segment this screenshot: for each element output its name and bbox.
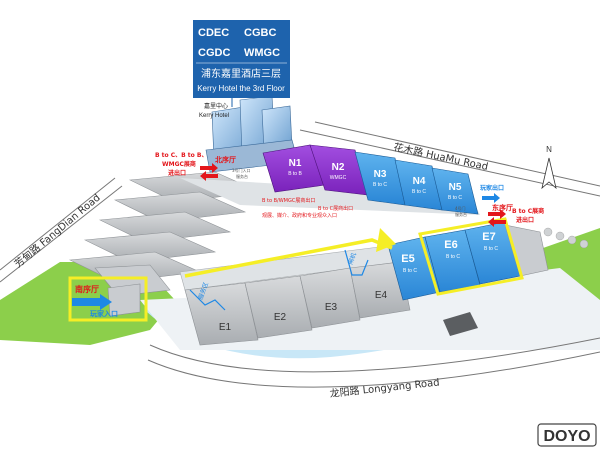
south-entrance: 南序厅 玩家入口 bbox=[72, 283, 141, 318]
hall-e6-sub: B to C bbox=[446, 254, 460, 260]
player-exit-arrow bbox=[482, 193, 500, 203]
blue-queue-path bbox=[189, 289, 226, 311]
logo-wmgc: WMGC bbox=[244, 47, 280, 59]
hall-n5-sub: B to C bbox=[448, 195, 462, 201]
fangdian-road-line2 bbox=[0, 185, 123, 283]
west-hall bbox=[98, 211, 232, 243]
longyang-road-line bbox=[149, 337, 600, 373]
gate-label: 闸机 bbox=[346, 252, 358, 266]
north-halls: N1 B to B N2 WMGC N3 B to C N4 B to C N5… bbox=[262, 144, 479, 215]
logo-cdec: CDEC bbox=[198, 27, 229, 39]
watermark-bg bbox=[537, 423, 597, 447]
east-exit-line-1: B to C展商 bbox=[512, 207, 544, 215]
yellow-highlight-e6e7 bbox=[418, 217, 524, 296]
logo-cgbc: CGBC bbox=[244, 27, 276, 39]
hotel-label-cn: 嘉里中心 bbox=[204, 102, 228, 110]
hall-e4 bbox=[349, 261, 411, 319]
player-entrance-label: 玩家入口 bbox=[90, 309, 118, 318]
compass-n-label: N bbox=[546, 145, 552, 154]
logo-cgdc: CGDC bbox=[198, 47, 230, 59]
player-exit-top: 玩家出口 bbox=[480, 184, 504, 192]
north-small-2: 服务台 bbox=[236, 173, 248, 179]
corridor-north bbox=[180, 178, 480, 215]
huamu-road-line bbox=[299, 129, 600, 197]
arrow-left-red bbox=[200, 171, 218, 181]
sign-panel bbox=[193, 20, 290, 98]
tree bbox=[543, 227, 553, 237]
hotel-sign: CDEC CGBC CGDC WMGC 浦东嘉里酒店三层 Kerry Hotel… bbox=[193, 20, 290, 107]
player-entrance-arrow bbox=[72, 294, 112, 310]
hall-e2-label: E2 bbox=[274, 312, 287, 323]
yellow-route bbox=[68, 217, 524, 322]
n5-small-2: 服务台 bbox=[455, 211, 467, 217]
hall-n2-label: N2 bbox=[332, 162, 345, 173]
east-halls-grey: E1 E2 E3 E4 服务区 闸机 bbox=[179, 244, 411, 346]
hall-e5-sub: B to C bbox=[403, 268, 417, 274]
hall-n3-label: N3 bbox=[374, 169, 387, 180]
center-red-3: 观展、媒介、政府和专业观众入口 bbox=[262, 212, 337, 219]
hotel-label-en: Kerry Hotel bbox=[199, 113, 229, 119]
hall-n4-label: N4 bbox=[413, 176, 426, 187]
center-red-2: B to C展商出口 bbox=[318, 205, 353, 212]
north-exit-arrows bbox=[200, 163, 218, 181]
arrow-right-red bbox=[200, 163, 218, 173]
gate-blue-path bbox=[344, 249, 369, 276]
hall-e3-label: E3 bbox=[325, 302, 338, 313]
hall-e7-sub: B to C bbox=[484, 246, 498, 252]
hall-e5-label: E5 bbox=[401, 253, 414, 265]
roads bbox=[0, 121, 600, 388]
hall-e3 bbox=[299, 267, 361, 329]
watermark-text: DOYO bbox=[543, 428, 590, 445]
south-lobby bbox=[107, 283, 141, 317]
center-red-1: B to B/WMGC展商出口 bbox=[262, 197, 315, 204]
sign-title-cn: 浦东嘉里酒店三层 bbox=[201, 67, 281, 80]
tree bbox=[555, 231, 565, 241]
compass-arrow-icon bbox=[541, 157, 557, 190]
yellow-highlight-south-entrance bbox=[68, 276, 148, 322]
hall-n1-sub: B to B bbox=[288, 171, 302, 177]
north-hall-label: 北序厅 bbox=[215, 155, 236, 164]
hall-n3-sub: B to C bbox=[373, 182, 387, 188]
north-exit-line-1: B to C、B to B、 bbox=[155, 152, 207, 159]
south-hall-label: 南序厅 bbox=[75, 284, 99, 294]
hall-n5-label: N5 bbox=[449, 182, 462, 193]
fangdian-road-line bbox=[0, 177, 116, 271]
longyang-road-label: 龙阳路 Longyang Road bbox=[329, 376, 440, 400]
compass: N bbox=[541, 145, 557, 190]
hall-n4-sub: B to C bbox=[412, 189, 426, 195]
west-hall bbox=[83, 231, 217, 263]
hall-e7-label: E7 bbox=[482, 231, 495, 243]
east-hall-label: 东序厅 bbox=[492, 203, 513, 212]
annotations: B to C、B to B、 WMGC展商 进出口 北序厅 3号门入口 服务台 … bbox=[155, 152, 544, 227]
parking-block bbox=[443, 312, 478, 336]
east-exit-line-2: 进出口 bbox=[516, 216, 534, 224]
west-halls bbox=[68, 171, 480, 297]
hall-e6-label: E6 bbox=[444, 239, 457, 251]
arrow-left-red bbox=[488, 217, 506, 227]
hall-e1 bbox=[184, 282, 259, 346]
tree bbox=[567, 235, 577, 245]
hall-e1-label: E1 bbox=[219, 322, 232, 333]
arrow-right-red bbox=[488, 209, 506, 219]
north-exit-line-2: WMGC展商 bbox=[162, 160, 196, 168]
doyo-watermark: DOYO bbox=[537, 423, 597, 447]
hall-e2 bbox=[244, 275, 313, 339]
hall-n5 bbox=[431, 167, 479, 215]
hall-n1-label: N1 bbox=[289, 158, 302, 169]
sign-title-en: Kerry Hotel the 3rd Floor bbox=[197, 84, 285, 93]
hall-e4-label: E4 bbox=[375, 290, 388, 301]
west-hall bbox=[113, 191, 247, 223]
hall-n2-sub: WMGC bbox=[330, 175, 347, 181]
north-small-1: 3号门入口 bbox=[232, 167, 251, 173]
trees bbox=[543, 227, 589, 249]
east-exit-arrows bbox=[488, 209, 506, 227]
tree bbox=[579, 239, 589, 249]
longyang-road-line2 bbox=[147, 351, 600, 388]
north-exit-line-3: 进出口 bbox=[168, 169, 186, 177]
n5-small-1: 4号门 bbox=[455, 205, 466, 211]
yellow-arrowhead bbox=[376, 228, 396, 252]
